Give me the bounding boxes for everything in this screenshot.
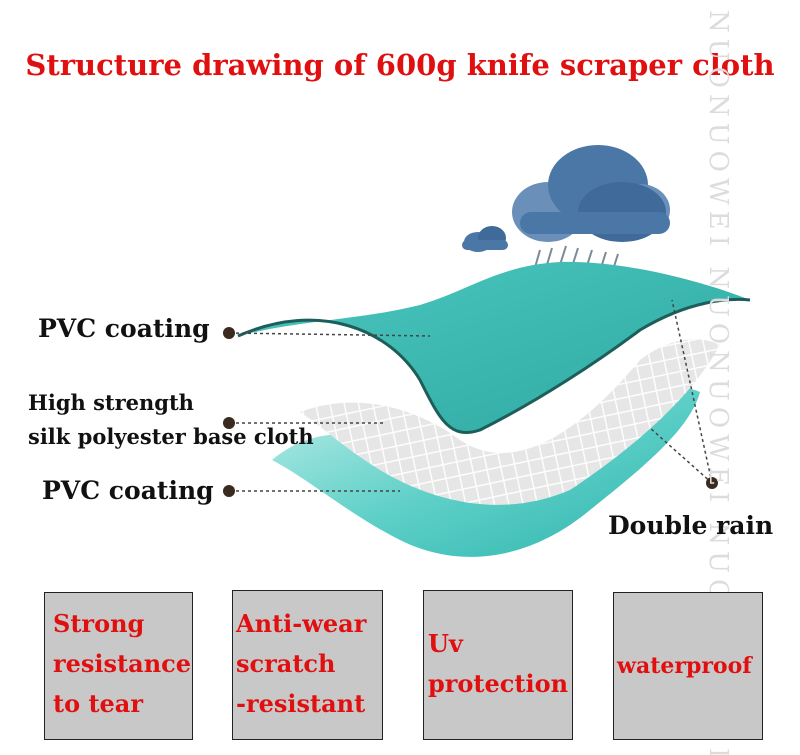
- base-cloth-label-line2: silk polyester base cloth: [28, 424, 314, 449]
- feature-text-uv-2: protection: [428, 669, 569, 698]
- double-rain-marker-icon: [706, 477, 718, 489]
- small-cloud-icon: [462, 226, 508, 252]
- top-pvc-layer: [238, 261, 750, 433]
- feature-text-wear-2: scratch: [236, 649, 336, 678]
- double-rain-label: Double rain: [608, 511, 774, 540]
- large-cloud-icon: [512, 145, 670, 242]
- feature-box-wear: [232, 590, 383, 740]
- pvc-top-label: PVC coating: [38, 314, 210, 343]
- pvc-bottom-label: PVC coating: [42, 476, 214, 505]
- feature-box-uv: [423, 590, 573, 740]
- feature-text-uv-1: Uv: [428, 629, 463, 658]
- feature-text-tear-3: to tear: [53, 689, 143, 718]
- fabric-layers-illustration: [223, 145, 751, 557]
- feature-box-waterproof: [613, 592, 763, 740]
- base-cloth-label-line1: High strength: [28, 390, 194, 415]
- feature-text-tear-1: Strong: [53, 609, 145, 638]
- page-title: Structure drawing of 600g knife scraper …: [25, 48, 775, 82]
- feature-text-waterproof: waterproof: [617, 653, 752, 679]
- base-marker-icon: [223, 417, 235, 429]
- pvc-top-marker-icon: [223, 327, 235, 339]
- feature-text-tear-2: resistance: [53, 649, 192, 678]
- pvc-bottom-marker-icon: [223, 485, 235, 497]
- feature-box-tear: [44, 592, 193, 740]
- feature-text-wear-3: -resistant: [236, 689, 366, 718]
- leader-lines: [229, 299, 713, 492]
- feature-text-wear-1: Anti-wear: [236, 609, 367, 638]
